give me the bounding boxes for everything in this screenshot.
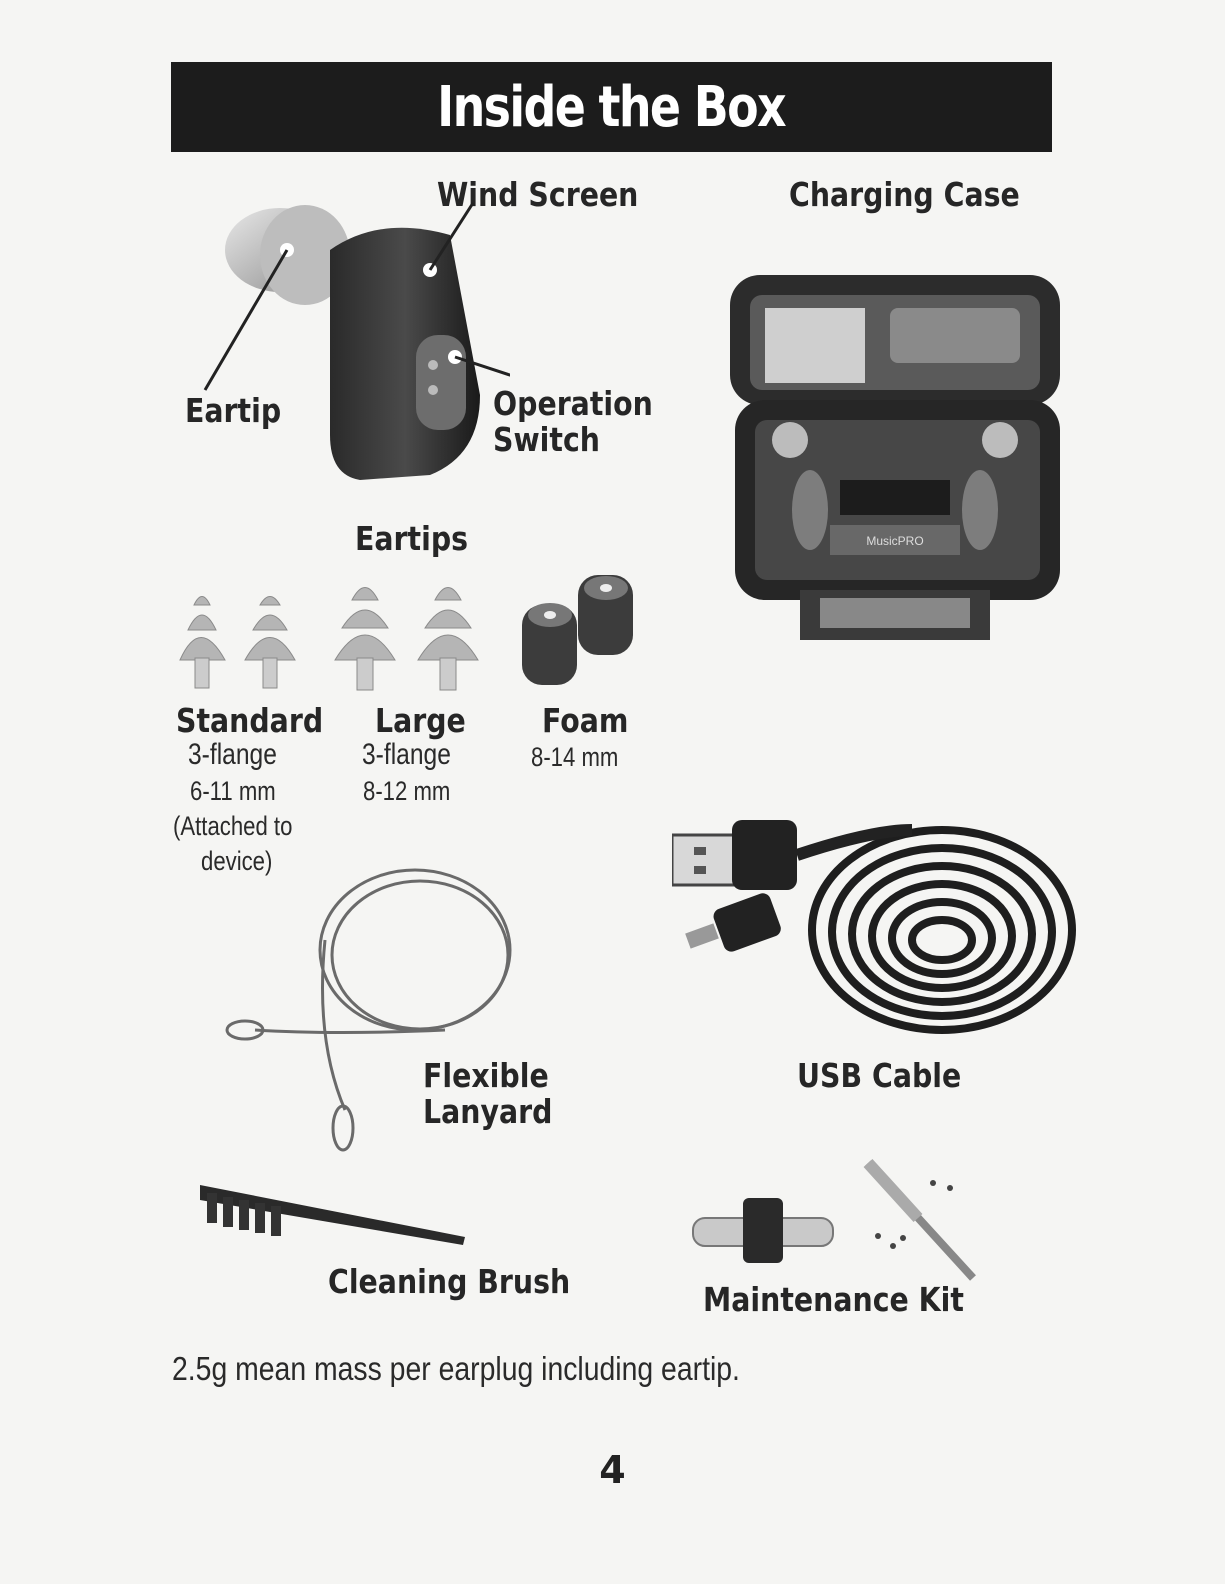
eartip-foam-name: Foam: [542, 703, 628, 739]
eartip-foam-size: 8-14 mm: [531, 740, 618, 774]
eartip-standard-name: Standard: [176, 703, 323, 739]
eartip-large-size: 8-12 mm: [363, 774, 450, 808]
mass-footnote: 2.5g mean mass per earplug including ear…: [172, 1350, 740, 1388]
usb-cable-icon: [672, 800, 1082, 1040]
operation-switch-label-line1: Operation: [493, 386, 653, 422]
charging-case-label: Charging Case: [789, 177, 1020, 213]
lanyard-label-line2: Lanyard: [423, 1094, 552, 1130]
cleaning-brush-label: Cleaning Brush: [328, 1264, 570, 1300]
page-title: Inside the Box: [438, 75, 786, 140]
lanyard-label-line1: Flexible: [423, 1058, 549, 1094]
eartip-large-type: 3-flange: [362, 738, 451, 772]
eartip-standard-type: 3-flange: [188, 738, 277, 772]
eartips-heading: Eartips: [355, 521, 468, 557]
charging-case-icon: MusicPRO: [725, 270, 1065, 650]
eartip-standard-size: 6-11 mm: [190, 774, 276, 808]
cleaning-brush-icon: [195, 1165, 485, 1255]
usb-cable-label: USB Cable: [797, 1058, 961, 1094]
maintenance-kit-label: Maintenance Kit: [703, 1282, 964, 1318]
eartip-large-name: Large: [375, 703, 466, 739]
eartip-standard-note-line1: (Attached to: [173, 809, 292, 843]
maintenance-kit-icon: [688, 1158, 978, 1283]
earplug-device-icon: [180, 195, 510, 495]
page-number: 4: [0, 1448, 1225, 1492]
eartips-icon: [170, 570, 650, 695]
title-banner: Inside the Box: [171, 62, 1052, 152]
case-brand-text: MusicPRO: [866, 534, 923, 548]
